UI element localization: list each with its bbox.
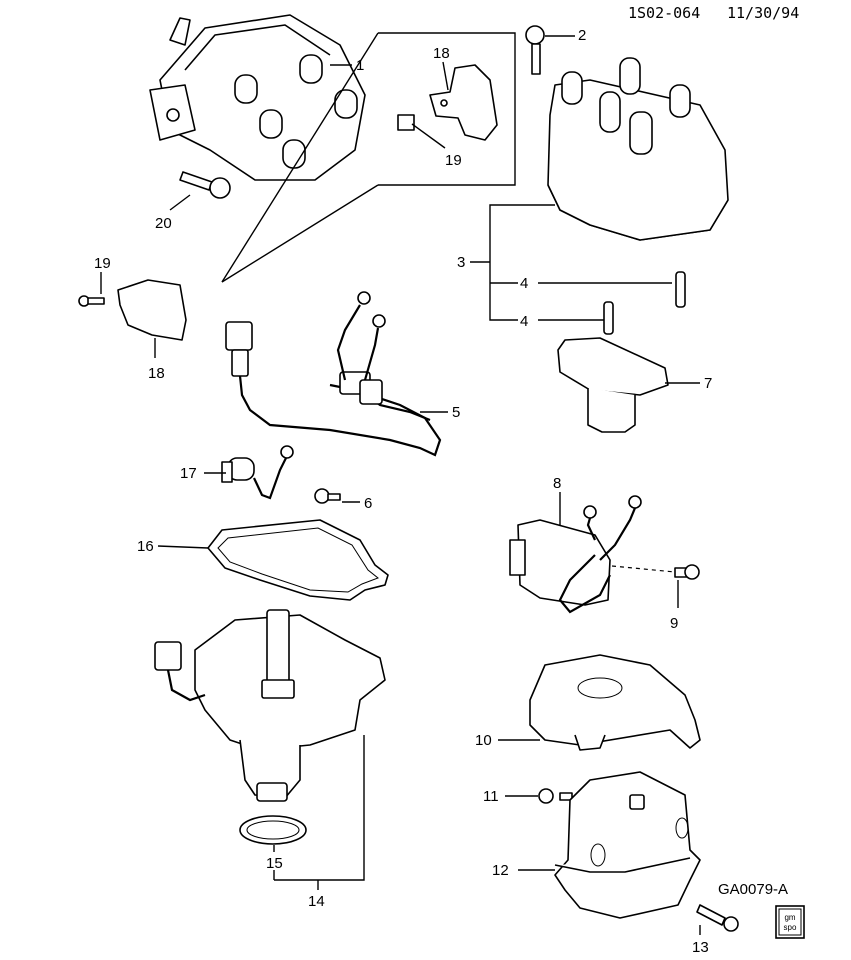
logo-line1: gm <box>784 913 795 922</box>
callout-18-inset: 18 <box>433 45 450 62</box>
alignment-dashes-9 <box>611 565 676 573</box>
callout-2: 2 <box>578 27 586 44</box>
document-id: 1S02-064 <box>628 4 700 22</box>
callout-10: 10 <box>475 732 492 749</box>
callout-18: 18 <box>148 365 165 382</box>
callout-16: 16 <box>137 538 154 555</box>
callout-5: 5 <box>452 404 460 421</box>
leader-20 <box>169 194 191 211</box>
ignitor <box>509 495 642 614</box>
rotor <box>557 337 669 433</box>
base-housing <box>554 771 701 919</box>
document-date: 11/30/94 <box>727 4 799 22</box>
callout-11: 11 <box>483 788 499 805</box>
callout-17: 17 <box>180 465 197 482</box>
callout-15: 15 <box>266 855 283 872</box>
callout-14: 14 <box>308 893 325 910</box>
dust-cover <box>529 654 701 751</box>
bolt-2 <box>525 25 545 75</box>
detail-inset <box>221 32 516 283</box>
callout-20: 20 <box>155 215 172 232</box>
callout-19-inset: 19 <box>445 152 462 169</box>
callout-13: 13 <box>692 939 709 956</box>
bracket-18 <box>78 279 187 341</box>
wiring-harness <box>225 291 442 457</box>
o-ring <box>239 815 307 845</box>
figure-code: GA0079-A <box>718 881 788 898</box>
leader-16 <box>157 545 209 549</box>
screw-11 <box>538 788 573 804</box>
callout-1: 1 <box>356 57 364 74</box>
bolt-13 <box>696 904 739 932</box>
distributor-housing <box>154 609 386 802</box>
callout-7: 7 <box>704 375 712 392</box>
callout-4-bottom: 4 <box>520 313 528 330</box>
leader-18-inset <box>442 61 449 91</box>
gasket <box>207 519 389 601</box>
callout-6: 6 <box>364 495 372 512</box>
bracket-14 <box>274 735 365 881</box>
callout-19: 19 <box>94 255 111 272</box>
bracket-3 <box>489 204 555 321</box>
distributor-assembly <box>149 14 366 181</box>
screw-9 <box>674 564 700 580</box>
logo-line2: spo <box>784 923 797 932</box>
callout-4-top: 4 <box>520 275 528 292</box>
callout-9: 9 <box>670 615 678 632</box>
callout-12: 12 <box>492 862 509 879</box>
gm-spo-logo: gm spo <box>775 905 805 939</box>
callout-3: 3 <box>457 254 465 271</box>
carbon-brush-springs <box>603 271 686 335</box>
bolt-20 <box>179 171 231 199</box>
leader-19-inset <box>411 123 446 149</box>
callout-8: 8 <box>553 475 561 492</box>
screw-6 <box>314 488 341 504</box>
distributor-cap <box>547 57 729 241</box>
condenser <box>221 445 294 500</box>
